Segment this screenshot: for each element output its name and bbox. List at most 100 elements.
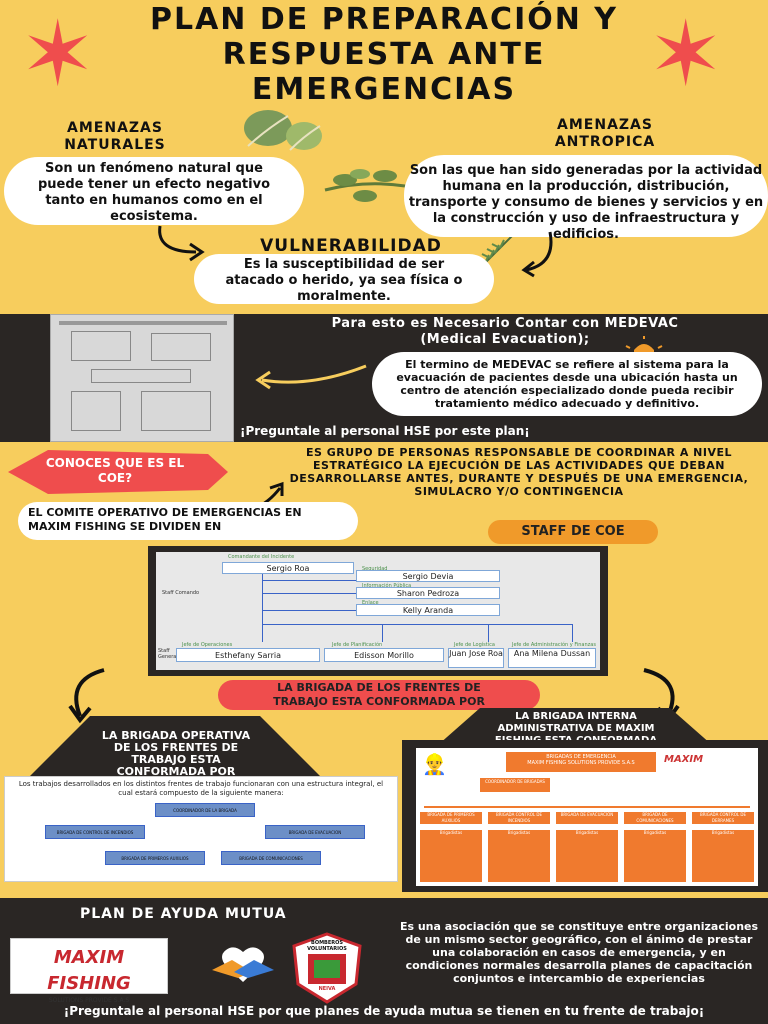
- arrow-icon: [68, 668, 105, 724]
- members-box-5: Brigadistas: [692, 830, 754, 882]
- arrow-icon: [158, 225, 205, 262]
- general-name-3: Juan Jose Roa: [449, 649, 503, 658]
- amenazas-naturales-heading: AMENAZAS NATURALES: [64, 120, 166, 153]
- medevac-heading: Para esto es Necesario Contar con MEDEVA…: [240, 316, 768, 348]
- members-label: Brigadistas: [575, 830, 599, 835]
- star-icon: ✶: [648, 2, 724, 107]
- team-label: BRIGADA DE PRIMEROS AUXILIOS: [427, 812, 475, 823]
- team-box-4: BRIGADA DE COMUNICACIONES: [624, 812, 686, 824]
- handshake-icon: [212, 947, 274, 982]
- label-comandante: Comandante del Incidente: [228, 554, 295, 560]
- members-label: Brigadistas: [711, 830, 735, 835]
- staff-name-2: Sharon Pedroza: [396, 589, 460, 598]
- label-jefe-operaciones: Jefe de Operaciones: [182, 642, 233, 648]
- members-label: Brigadistas: [507, 830, 531, 835]
- general-box-4: Ana Milena Dussan: [508, 648, 596, 668]
- label-seguridad: Seguridad: [362, 566, 388, 572]
- coe-comite: EL COMITE OPERATIVO DE EMERGENCIAS EN MA…: [18, 502, 358, 540]
- general-name-2: Edisson Morillo: [354, 651, 414, 660]
- team-label: BRIGADA DE COMUNICACIONES: [636, 812, 674, 823]
- brigada-operativa-header-shape: [30, 716, 320, 776]
- medevac-text: El termino de MEDEVAC se refiere al sist…: [372, 352, 762, 416]
- medevac-document-image: [50, 314, 234, 442]
- ayuda-mutua-heading: PLAN DE AYUDA MUTUA: [80, 906, 287, 922]
- amenazas-naturales-text: Son un fenómeno natural que puede tener …: [4, 157, 304, 225]
- connector-line: [424, 806, 750, 808]
- chart-title: BRIGADAS DE EMERGENCIA: [546, 754, 616, 760]
- staff-name-3: Kelly Aranda: [402, 606, 454, 615]
- vulnerabilidad-heading: VULNERABILIDAD: [260, 236, 442, 256]
- members-box-1: Brigadistas: [420, 830, 482, 882]
- ayuda-mutua-footer: ¡Preguntale al personal HSE por que plan…: [63, 1004, 705, 1018]
- brigada-frentes-tag: LA BRIGADA DE LOS FRENTES DE TRABAJO EST…: [218, 680, 540, 710]
- staff-box-3: Kelly Aranda: [356, 604, 500, 616]
- team-box-5: BRIGADA CONTROL DE DERRAMES: [692, 812, 754, 824]
- doc-box-label: BRIGADA DE PRIMEROS AUXILIOS: [121, 856, 189, 861]
- label-enlace: Enlace: [362, 600, 379, 606]
- label-informacion: Información Pública: [362, 583, 412, 589]
- plant-icon: [324, 169, 406, 202]
- commander-box: Sergio Roa: [222, 562, 354, 574]
- label-staff-general: Staff General: [158, 648, 178, 660]
- maxim-fishing-logo: MAXIM FISHING SOLUTIONS PROVIDE S.A.S: [10, 938, 168, 1004]
- members-box-2: Brigadistas: [488, 830, 550, 882]
- label-jefe-planificacion: Jefe de Planificación: [332, 642, 383, 648]
- doc-box-label: BRIGADA DE CONTROL DE INCENDIOS: [56, 830, 134, 835]
- amenazas-antropica-heading: AMENAZAS ANTROPICA: [554, 117, 656, 150]
- staff-name-1: Sergio Devia: [402, 572, 454, 581]
- title-line-3: EMERGENCIAS: [251, 72, 517, 107]
- brigada-interna-chart: 👷‍♂️ BRIGADAS DE EMERGENCIA MAXIM FISHIN…: [416, 748, 758, 886]
- brigada-operativa-heading: LA BRIGADA OPERATIVA DE LOS FRENTES DE T…: [101, 729, 251, 778]
- arrow-icon: [255, 364, 367, 390]
- brigada-operativa-doc-text: Los trabajos desarrollados en los distin…: [18, 780, 384, 797]
- doc-box-incendios: BRIGADA DE CONTROL DE INCENDIOS: [45, 825, 145, 839]
- vulnerabilidad-text: Es la susceptibilidad de ser atacado o h…: [194, 254, 494, 304]
- doc-box-label: BRIGADA DE EVACUACION: [288, 830, 342, 835]
- medevac-footer: ¡Preguntale al personal HSE por este pla…: [240, 424, 530, 438]
- medevac-heading-2: (Medical Evacuation);: [420, 332, 590, 347]
- amenazas-antropica-text: Son las que han sido generadas por la ac…: [404, 155, 768, 242]
- ayuda-mutua-text: Es una asociación que se constituye entr…: [399, 920, 759, 985]
- leaf-icon: [244, 110, 322, 151]
- team-label: BRIGADA CONTROL DE DERRAMES: [700, 812, 746, 823]
- team-box-2: BRIGADA CONTROL DE INCENDIOS: [488, 812, 550, 824]
- maxim-logo-small: MAXIM: [664, 754, 704, 765]
- doc-box-comunicaciones: BRIGADA DE COMUNICACIONES: [221, 851, 321, 865]
- logo-maxim-text: MAXIM FISHING: [47, 947, 131, 994]
- staff-box-2: Sharon Pedroza: [356, 587, 500, 599]
- team-box-1: BRIGADA DE PRIMEROS AUXILIOS: [420, 812, 482, 824]
- staff-box-1: Sergio Devia: [356, 570, 500, 582]
- label-jefe-logistica: Jefe de Logística: [454, 642, 495, 648]
- team-label: BRIGADA CONTROL DE INCENDIOS: [496, 812, 542, 823]
- doc-box-evacuacion: BRIGADA DE EVACUACION: [265, 825, 365, 839]
- coe-definition: ES GRUPO DE PERSONAS RESPONSABLE DE COOR…: [289, 446, 749, 498]
- bomberos-logo-city: NEIVA: [318, 986, 336, 992]
- page-title: PLAN DE PREPARACIÓN Y RESPUESTA ANTE EME…: [60, 2, 708, 107]
- arrow-icon: [521, 231, 553, 278]
- brigada-operativa-document: Los trabajos desarrollados en los distin…: [4, 776, 398, 882]
- bomberos-logo: [292, 932, 362, 1004]
- star-icon: ✶: [20, 2, 96, 107]
- logo-maxim-sub: SOLUTIONS PROVIDE S.A.S: [48, 997, 130, 1004]
- coordinator-box: COORDINADOR DE BRIGADAS: [480, 778, 550, 792]
- doc-box-primeros: BRIGADA DE PRIMEROS AUXILIOS: [105, 851, 205, 865]
- chart-subtitle: MAXIM FISHING SOLUTIONS PROVIDE S.A.S: [527, 760, 635, 766]
- members-label: Brigadistas: [439, 830, 463, 835]
- members-label: Brigadistas: [643, 830, 667, 835]
- firefighter-icon: 👷‍♂️: [422, 752, 447, 776]
- general-name-1: Esthefany Sarria: [215, 651, 281, 660]
- title-line-1: PLAN DE PREPARACIÓN Y: [149, 2, 619, 37]
- coe-question: CONOCES QUE ES EL COE?: [45, 456, 185, 485]
- members-box-4: Brigadistas: [624, 830, 686, 882]
- doc-box-label: COORDINADOR DE LA BRIGADA: [173, 808, 237, 813]
- doc-box-coordinador: COORDINADOR DE LA BRIGADA: [155, 803, 255, 817]
- coordinator-label: COORDINADOR DE BRIGADAS: [485, 779, 545, 784]
- members-box-3: Brigadistas: [556, 830, 618, 882]
- general-box-2: Edisson Morillo: [324, 648, 444, 662]
- coe-question-shape: [8, 450, 228, 494]
- medevac-heading-1: Para esto es Necesario Contar con MEDEVA…: [331, 316, 679, 331]
- general-box-3: Juan Jose Roa: [448, 648, 504, 668]
- general-name-4: Ana Milena Dussan: [513, 649, 591, 658]
- label-jefe-admin: Jefe de Administración y Finanzas: [512, 642, 596, 648]
- doc-box-label: BRIGADA DE COMUNICACIONES: [239, 856, 303, 861]
